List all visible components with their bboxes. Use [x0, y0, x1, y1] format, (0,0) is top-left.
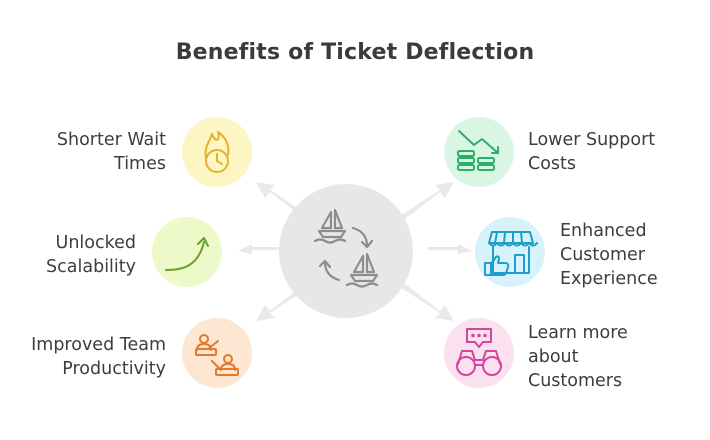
coins-down-icon [457, 130, 499, 171]
benefit-circle-enhanced-customer-experience [475, 217, 545, 287]
boats-cycle-icon [313, 208, 379, 288]
benefit-circle-lower-support-costs [444, 117, 514, 187]
arrow-lower-right [400, 283, 454, 321]
label-line: Times [114, 154, 166, 174]
label-line: Productivity [62, 359, 166, 379]
benefit-circle-learn-more-about-customers [444, 318, 514, 388]
label-line: Customer [560, 245, 646, 265]
label-line: Lower Support [528, 130, 656, 150]
benefit-circle-shorter-wait-times [182, 117, 252, 187]
label-line: about [528, 347, 579, 367]
page-title: Benefits of Ticket Deflection [175, 40, 535, 65]
label-line: Unlocked [55, 233, 136, 253]
arrow-right [428, 244, 472, 254]
benefit-label-enhanced-customer-experience: Enhanced Customer Experience [560, 219, 700, 291]
label-line: Learn more [528, 323, 628, 343]
benefit-label-lower-support-costs: Lower Support Costs [528, 128, 698, 176]
arrow-left [238, 244, 282, 254]
team-laptops-icon [195, 334, 239, 376]
label-line: Enhanced [560, 221, 647, 241]
fire-clock-icon [204, 131, 230, 173]
benefit-label-shorter-wait-times: Shorter Wait Times [20, 128, 166, 176]
benefit-circle-unlocked-scalability [152, 217, 222, 287]
label-line: Improved Team [31, 335, 166, 355]
label-line: Shorter Wait [56, 130, 166, 150]
benefit-circle-improved-team-productivity [182, 318, 252, 388]
label-line: Scalability [46, 257, 136, 277]
benefit-label-unlocked-scalability: Unlocked Scalability [10, 231, 136, 279]
label-line: Experience [560, 269, 658, 289]
label-line: Customers [528, 371, 623, 391]
binoculars-chat-icon [456, 328, 502, 376]
central-hub [279, 184, 413, 318]
label-line: Costs [528, 154, 577, 174]
growth-curve-icon [165, 237, 209, 271]
benefit-label-improved-team-productivity: Improved Team Productivity [6, 333, 166, 381]
benefit-label-learn-more-about-customers: Learn more about Customers [528, 321, 698, 393]
arrow-upper-right [400, 182, 454, 220]
store-thumbs-up-icon [484, 231, 538, 276]
